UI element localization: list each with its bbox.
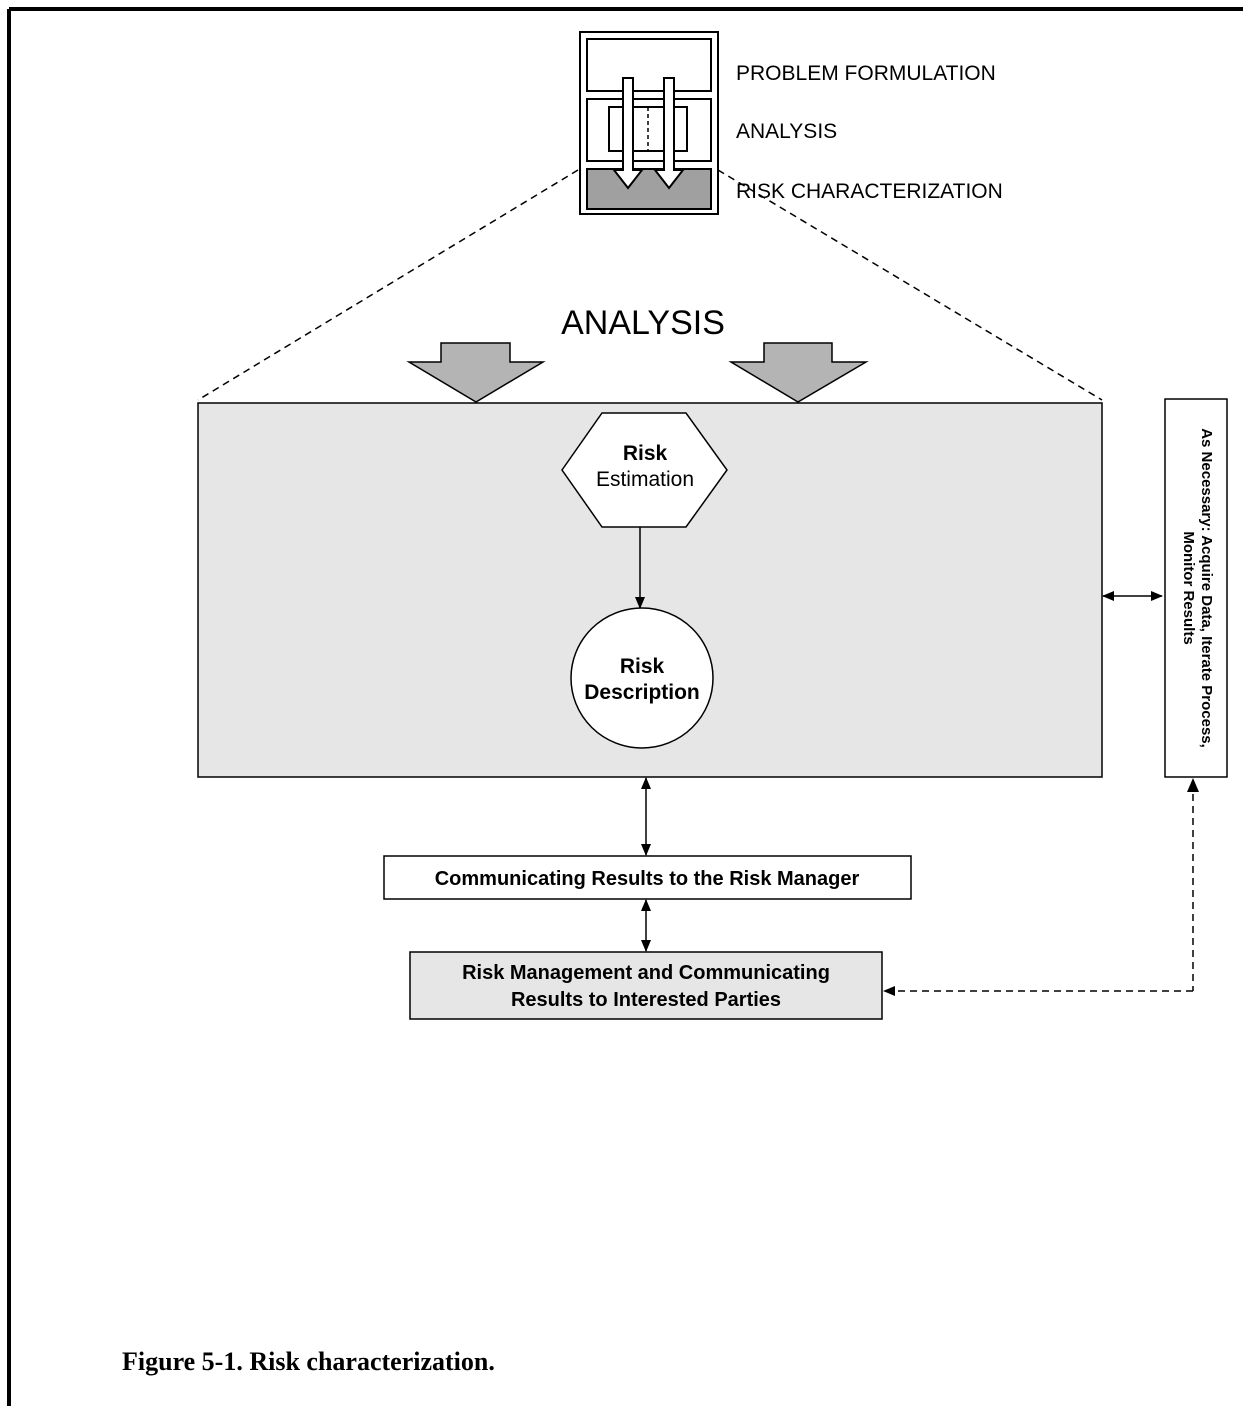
figure-caption: Figure 5-1. Risk characterization. xyxy=(122,1347,495,1376)
risk-characterization-block xyxy=(586,168,712,210)
risk-management-box xyxy=(409,951,883,1020)
input-arrow-right xyxy=(728,342,869,403)
side-note-line2: Monitor Results xyxy=(1180,531,1197,644)
phase-arrow-left xyxy=(611,77,645,190)
phase-icon xyxy=(579,31,719,215)
risk-management-label-line2: Results to Interested Parties xyxy=(511,989,781,1011)
risk-estimation-label-line1: Risk xyxy=(623,442,668,465)
risk-estimation-label-line2: Estimation xyxy=(596,468,694,491)
input-arrow-left xyxy=(406,342,546,403)
expansion-line-left xyxy=(197,169,579,401)
analysis-title: ANALYSIS xyxy=(561,304,725,342)
communicating-results-box xyxy=(383,855,912,900)
communicating-results-label: Communicating Results to the Risk Manage… xyxy=(435,868,860,890)
risk-estimation-hexagon xyxy=(561,412,728,528)
risk-description-circle xyxy=(570,607,714,749)
risk-description-label-line1: Risk xyxy=(620,655,665,678)
page-frame xyxy=(7,7,1243,1406)
phase-label-problem-formulation: PROBLEM FORMULATION xyxy=(736,62,996,85)
expansion-line-right xyxy=(717,169,1103,401)
side-note-box xyxy=(1164,398,1228,778)
feedback-dashed-connector xyxy=(883,778,1199,996)
phase-arrow-right xyxy=(652,77,686,190)
side-note-line1: As Necessary: Acquire Data, Iterate Proc… xyxy=(1198,428,1215,748)
risk-management-label-line1: Risk Management and Communicating xyxy=(462,962,830,984)
risk-description-label-line2: Description xyxy=(584,681,700,704)
phase-label-analysis: ANALYSIS xyxy=(736,120,837,143)
phase-label-risk-characterization: RISK CHARACTERIZATION xyxy=(736,180,1003,203)
